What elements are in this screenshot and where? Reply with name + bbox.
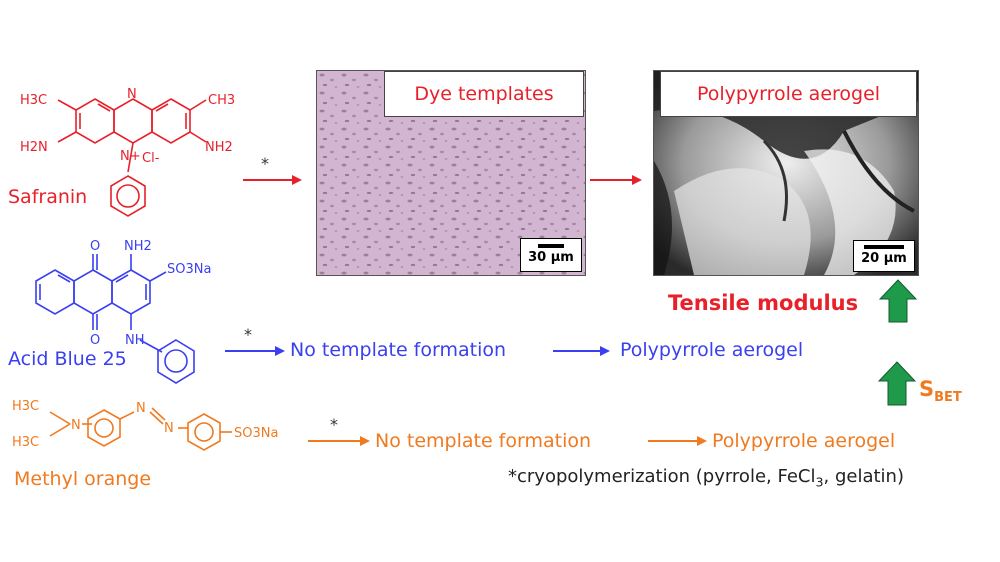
acid-blue-25-name: Acid Blue 25 [8, 348, 127, 370]
methyl-orange-n: N [71, 418, 81, 433]
aerogel-caption: Polypyrrole aerogel [660, 71, 917, 117]
scale-bar-line [864, 245, 904, 249]
acid-blue-o-top: O [90, 239, 100, 254]
sbet-up-arrow-icon [877, 361, 917, 406]
blue-aerogel-label: Polypyrrole aerogel [620, 339, 804, 361]
scale-bar-30-label: 30 µm [528, 250, 574, 265]
orange-aerogel-label: Polypyrrole aerogel [712, 430, 896, 452]
acid-blue-nh2: NH2 [124, 239, 152, 254]
acid-blue-atom-labels: O O NH2 SO3Na NH [90, 239, 211, 348]
safranin-nh2-label: NH2 [205, 140, 233, 155]
footnote-text: *cryopolymerization (pyrrole, FeCl [508, 466, 816, 487]
tensile-up-arrow-icon [878, 279, 918, 323]
cryopolymerization-footnote: *cryopolymerization (pyrrole, FeCl3, gel… [508, 466, 904, 490]
sbet-label: SBET [919, 377, 962, 405]
methyl-orange-azo-n1: N [136, 401, 146, 416]
scale-bar-20-label: 20 µm [861, 251, 907, 266]
methyl-orange-h3c-bottom: H3C [12, 435, 39, 450]
scale-bar-30: 30 µm [520, 238, 582, 272]
footnote-subscript: 3 [815, 474, 824, 490]
asterisk-red: * [261, 154, 269, 173]
blue-no-template-label: No template formation [290, 339, 507, 361]
safranin-name: Safranin [8, 186, 88, 208]
sbet-subscript: BET [934, 390, 962, 406]
methyl-orange-h3c-top: H3C [12, 399, 39, 414]
scale-bar-20: 20 µm [853, 240, 915, 272]
acid-blue-nh: NH [125, 333, 145, 348]
footnote-tail: , gelatin) [823, 466, 904, 487]
methyl-orange-name: Methyl orange [14, 468, 152, 490]
methyl-orange-azo-n2: N [164, 421, 174, 436]
scale-bar-line [538, 244, 564, 248]
methyl-orange-structure [49, 407, 232, 451]
safranin-n-label: N [127, 87, 137, 102]
safranin-ch3-label: CH3 [208, 93, 235, 108]
safranin-structure [57, 98, 207, 217]
acid-blue-25-structure [35, 254, 195, 384]
tensile-modulus-label: Tensile modulus [668, 291, 859, 315]
safranin-atom-labels: H3C CH3 N H2N NH2 N+ Cl- [20, 87, 235, 166]
acid-blue-o-bottom: O [90, 333, 100, 348]
methyl-orange-so3na: SO3Na [234, 426, 278, 441]
asterisk-blue: * [244, 325, 252, 344]
safranin-h3c-label: H3C [20, 93, 47, 108]
orange-no-template-label: No template formation [375, 430, 592, 452]
acid-blue-so3na: SO3Na [167, 262, 211, 277]
dye-templates-caption: Dye templates [384, 71, 584, 117]
safranin-cl-label: Cl- [142, 151, 160, 166]
safranin-h2n-label: H2N [20, 140, 48, 155]
asterisk-orange: * [330, 415, 338, 434]
safranin-nplus-label: N+ [120, 149, 141, 164]
sbet-main: S [919, 377, 935, 401]
methyl-orange-atom-labels: H3C H3C N N N SO3Na [12, 399, 278, 450]
